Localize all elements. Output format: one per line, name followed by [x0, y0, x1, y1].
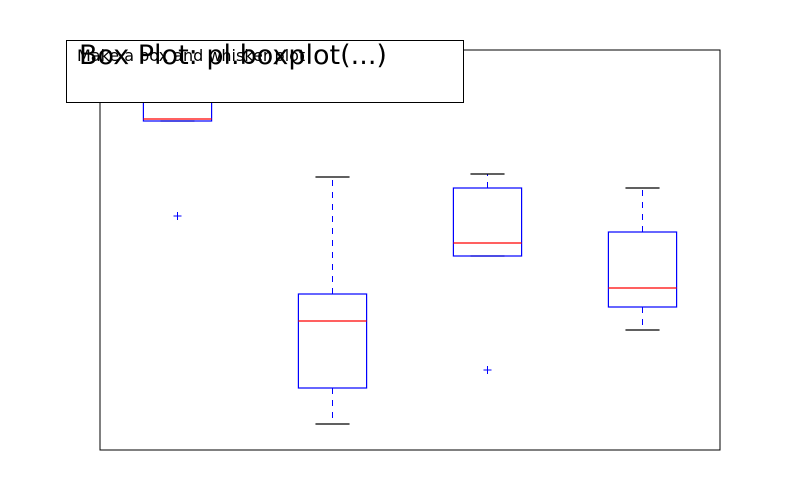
chart-subtitle: Make a box and whisker plot — [77, 46, 306, 65]
title-box: Make a box and whisker plot Box Plot: pl… — [66, 40, 464, 103]
box-4-iqr — [607, 231, 678, 308]
box-1-flier-1 — [173, 212, 182, 220]
chart-title: Box Plot: pl.boxplot(...) — [79, 40, 387, 71]
box-3-flier-1 — [483, 366, 492, 374]
plot-area — [142, 79, 678, 425]
plot-frame — [99, 49, 721, 451]
box-3-iqr — [452, 187, 523, 257]
box-1-iqr — [142, 101, 213, 122]
box-2-iqr — [297, 293, 368, 389]
